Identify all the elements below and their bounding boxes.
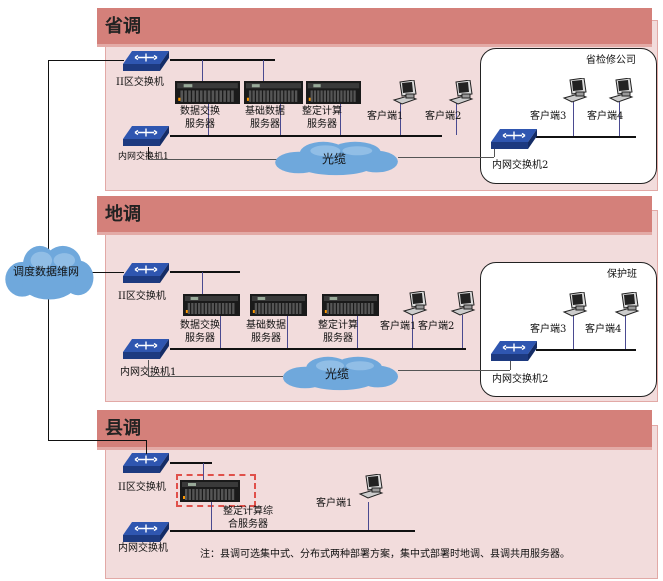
server-label: 整定计算 服务器 (302, 106, 342, 130)
province-inner-switch1-label: 内网交换机1 (118, 152, 169, 162)
prefecture-inner-switch2-icon (490, 340, 538, 362)
client-pc-icon (608, 78, 634, 106)
province-remote-title: 省检修公司 (586, 55, 636, 66)
server-label: 整定计算综 合服务器 (223, 506, 273, 530)
province-inner-switch1-icon (122, 125, 170, 147)
client-pc-icon (448, 80, 474, 108)
county-title: 县调 (105, 418, 141, 439)
prefecture-header: 地调 (97, 196, 652, 232)
province-header: 省调 (97, 8, 652, 44)
province-inner-switch2-icon (490, 128, 538, 150)
server-label: 基础数据 服务器 (246, 320, 286, 344)
province-inner-switch2-label: 内网交换机2 (492, 160, 549, 171)
server-icon (250, 294, 307, 316)
province-zone2-switch-label: II区交换机 (116, 77, 164, 88)
wan-cloud-icon (3, 243, 95, 301)
server-icon (306, 81, 361, 104)
fiber-label: 光缆 (322, 152, 347, 166)
deployment-note: 注：县调可选集中式、分布式两种部署方案，集中式部署时地调、县调共用服务器。 (200, 549, 570, 560)
province-zone2-bus (170, 59, 275, 61)
client-pc-icon (562, 292, 588, 320)
fiber-cloud-icon (280, 355, 400, 391)
county-header: 县调 (97, 410, 652, 447)
client-label: 客户端4 (587, 111, 624, 122)
county-zone2-switch-label: II区交换机 (118, 482, 166, 493)
prefecture-inner-switch2-label: 内网交换机2 (492, 374, 549, 385)
county-inner-switch-icon (122, 521, 170, 543)
fiber-label: 光缆 (325, 367, 350, 381)
server-label: 数据交换 服务器 (180, 106, 220, 130)
client-pc-icon (358, 474, 384, 502)
client-label: 客户端1 (380, 321, 417, 332)
client-label: 客户端1 (367, 111, 404, 122)
prefecture-inner-switch1-icon (122, 338, 170, 360)
client-pc-icon (614, 292, 640, 320)
server-icon (175, 81, 240, 104)
client-label: 客户端4 (585, 324, 622, 335)
province-inner-bus (170, 135, 442, 137)
client-pc-icon (450, 291, 476, 319)
server-icon (180, 480, 240, 502)
fiber-cloud-icon (272, 140, 400, 176)
prefecture-zone2-switch-label: II区交换机 (118, 291, 166, 302)
server-icon (322, 294, 379, 316)
prefecture-zone2-switch-icon (122, 262, 170, 284)
wan-cloud-label: 调度数据维网 (13, 265, 79, 278)
client-label: 客户端2 (418, 321, 455, 332)
client-label: 客户端1 (316, 498, 353, 509)
client-pc-icon (402, 291, 428, 319)
prefecture-remote-box (480, 262, 657, 397)
county-zone2-switch-icon (122, 452, 170, 474)
client-label: 客户端3 (530, 324, 567, 335)
server-label: 数据交换 服务器 (180, 320, 220, 344)
prefecture-remote-title: 保护班 (607, 269, 637, 280)
province-title: 省调 (105, 16, 141, 37)
server-icon (244, 81, 303, 104)
client-pc-icon (392, 80, 418, 108)
prefecture-title: 地调 (105, 204, 141, 225)
highlight-dashed-box (176, 474, 256, 507)
province-zone2-switch-icon (122, 50, 170, 72)
client-label: 客户端2 (425, 111, 462, 122)
province-remote-box (480, 48, 657, 184)
client-pc-icon (562, 78, 588, 106)
county-inner-switch-label: 内网交换机 (118, 543, 168, 554)
server-label: 基础数据 服务器 (245, 106, 285, 130)
client-label: 客户端3 (530, 111, 567, 122)
server-label: 整定计算 服务器 (318, 320, 358, 344)
server-icon (183, 294, 240, 316)
